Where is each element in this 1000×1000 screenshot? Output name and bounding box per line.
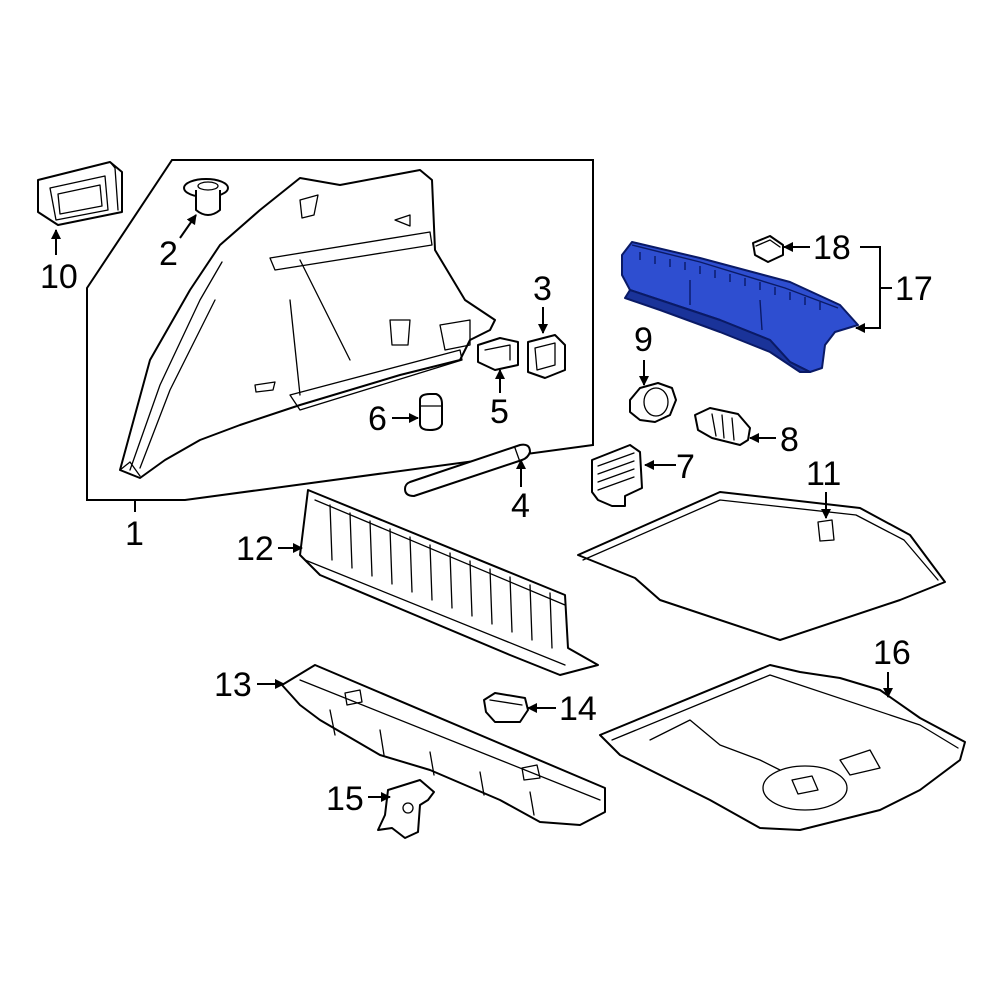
part-18-cap: [752, 235, 784, 263]
part-6-plug: [419, 393, 443, 431]
callout-5: 5: [490, 393, 509, 431]
part-5-bracket: [477, 337, 519, 371]
callout-16: 16: [873, 634, 911, 672]
part-3-clip: [527, 334, 566, 379]
callout-11: 11: [806, 455, 841, 493]
callout-13: 13: [214, 666, 252, 704]
leader-2: [179, 214, 197, 239]
leader-lines: [51, 214, 893, 802]
part-9-grommet: [629, 382, 677, 423]
callout-8: 8: [780, 421, 799, 459]
callout-10: 10: [40, 258, 78, 296]
callout-9: 9: [634, 321, 653, 359]
callout-14: 14: [559, 690, 597, 728]
callout-labels: 10 2 3 5 6 4 9 8 7 11 12 13 14 15 16 18 …: [40, 229, 933, 818]
callout-3: 3: [533, 270, 552, 308]
callout-1: 1: [125, 515, 144, 553]
part-2-clip: [183, 178, 229, 216]
bracket-17: [858, 246, 881, 329]
part-16-tire-well: [599, 664, 966, 831]
part-14-cup: [483, 692, 529, 723]
part-12-sill-plate: [299, 489, 599, 676]
callout-4: 4: [511, 487, 530, 525]
part-13-rear-trim: [281, 664, 606, 826]
part-10-lamp: [37, 161, 123, 226]
callout-6: 6: [368, 400, 387, 438]
callout-2: 2: [159, 235, 178, 273]
callout-12: 12: [236, 530, 274, 568]
part-8-socket: [694, 407, 751, 446]
part-17-highlighted-trim: [621, 241, 859, 373]
part-11-floor-mat: [577, 491, 946, 641]
part-15-bracket: [377, 779, 435, 839]
part-7-vent: [591, 444, 643, 507]
part-1-quarter-trim: [119, 169, 496, 479]
callout-7: 7: [676, 448, 695, 486]
callout-18: 18: [813, 229, 851, 267]
part-1-group-box: [86, 159, 594, 501]
callout-17: 17: [895, 270, 933, 308]
callout-15: 15: [326, 780, 364, 818]
